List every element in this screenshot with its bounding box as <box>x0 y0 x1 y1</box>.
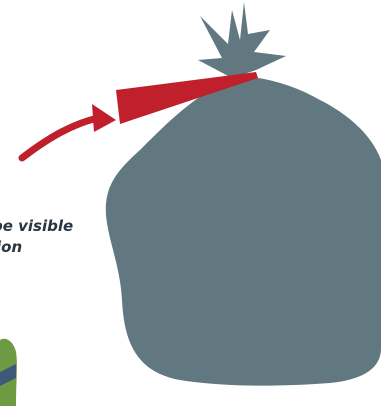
arrow-head-icon <box>92 104 116 132</box>
bag-tuft-icon <box>198 2 286 78</box>
caption-text: be visible ion <box>0 216 110 258</box>
curved-arrow-icon <box>22 118 98 158</box>
partial-green-object-icon <box>0 339 17 406</box>
caption-line-2: ion <box>0 237 110 258</box>
caption-line-1: be visible <box>0 216 110 237</box>
trash-bag-icon <box>106 76 381 386</box>
